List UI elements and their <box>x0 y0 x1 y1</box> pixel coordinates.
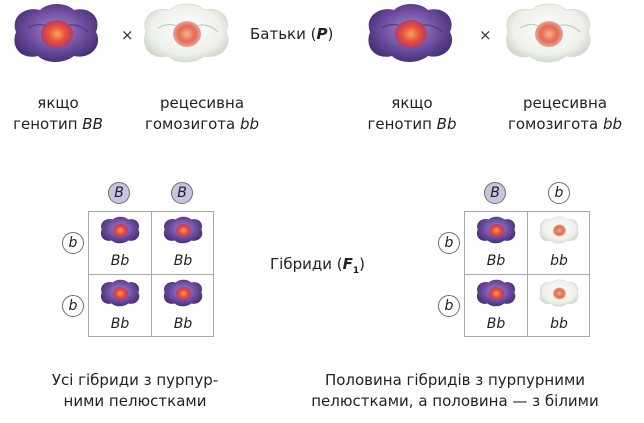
right-punnett-square: Bb bb Bb bb <box>464 211 590 337</box>
allele-circle: B <box>108 182 130 204</box>
genotype-label: Bb <box>486 253 506 269</box>
allele-circle: B <box>484 182 506 204</box>
genotype-label: Bb <box>173 253 193 269</box>
left-punnett-square: Bb Bb Bb Bb <box>88 211 214 337</box>
right-recessive-parent-caption: рецесивна гомозигота bb <box>507 94 623 133</box>
genotype-label: Bb <box>173 316 193 332</box>
white-flower-icon <box>144 3 229 63</box>
left-dominant-parent-caption: якщо генотип BB <box>13 94 103 133</box>
allele-circle: b <box>438 232 460 254</box>
white-flower-icon <box>539 216 579 244</box>
cross-symbol: × <box>479 26 492 44</box>
allele-circle: b <box>438 295 460 317</box>
purple-flower-icon <box>163 216 203 244</box>
punnett-cell: Bb <box>152 212 214 274</box>
parents-label: Батьки (P) <box>250 25 334 43</box>
genotype-label: Bb <box>110 253 130 269</box>
right-result-caption: Половина гібридів з пурпурними пелюсткам… <box>311 371 599 410</box>
genotype-label: Bb <box>486 316 506 332</box>
hybrids-label: Гібриди (F1) <box>270 255 365 276</box>
purple-flower-icon <box>163 279 203 307</box>
left-result-caption: Усі гібриди з пурпур- ними пелюстками <box>51 371 219 410</box>
punnett-cell: bb <box>528 275 590 337</box>
punnett-cell: Bb <box>465 275 527 337</box>
purple-flower-icon <box>100 279 140 307</box>
purple-flower-icon <box>476 216 516 244</box>
purple-flower-icon <box>100 216 140 244</box>
purple-flower-icon <box>368 4 453 62</box>
punnett-cell: Bb <box>152 275 214 337</box>
right-dominant-parent-caption: якщо генотип Bb <box>367 94 457 133</box>
genotype-label: bb <box>550 253 568 269</box>
left-recessive-parent-caption: рецесивна гомозигота bb <box>144 94 260 133</box>
allele-circle: B <box>171 182 193 204</box>
punnett-cell: Bb <box>465 212 527 274</box>
allele-circle: b <box>62 295 84 317</box>
purple-flower-icon <box>476 279 516 307</box>
genotype-label: Bb <box>110 316 130 332</box>
genotype-label: bb <box>550 316 568 332</box>
allele-circle: b <box>548 182 570 204</box>
punnett-cell: Bb <box>89 275 151 337</box>
white-flower-icon <box>539 279 579 307</box>
white-flower-icon <box>506 3 591 63</box>
cross-symbol: × <box>121 26 134 44</box>
punnett-cell: bb <box>528 212 590 274</box>
allele-circle: b <box>62 232 84 254</box>
purple-flower-icon <box>14 4 99 62</box>
punnett-cell: Bb <box>89 212 151 274</box>
